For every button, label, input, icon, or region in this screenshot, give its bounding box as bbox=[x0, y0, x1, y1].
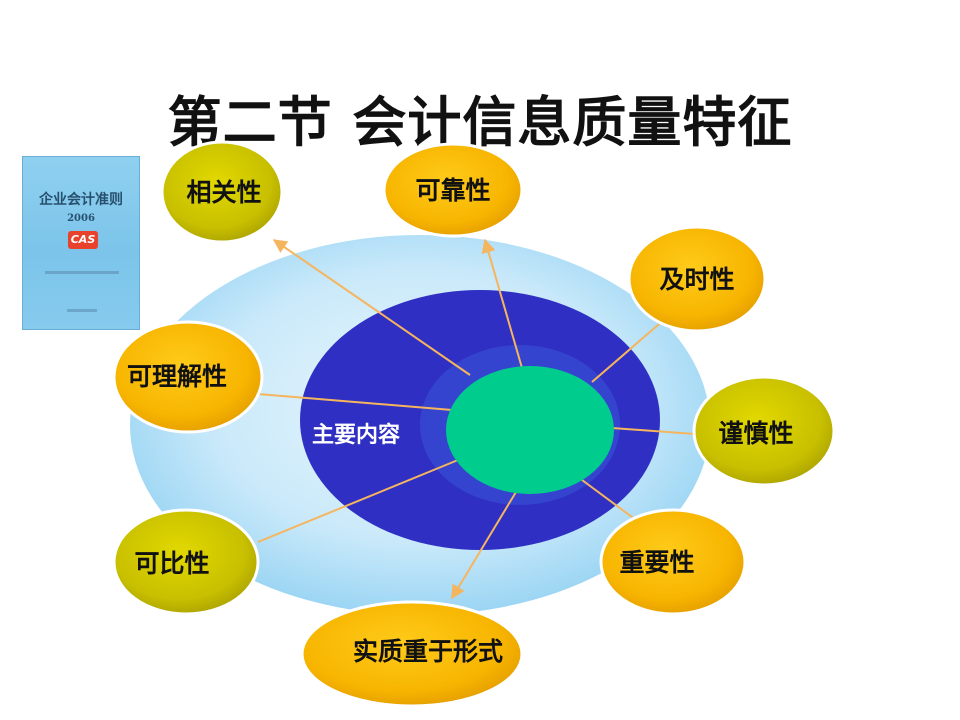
node-comparability: 可比性 bbox=[112, 508, 260, 616]
node-label-reliability: 可靠性 bbox=[415, 176, 490, 205]
book-publisher-line bbox=[67, 309, 97, 312]
book-year: 2006 bbox=[67, 213, 95, 224]
book-logo: CAS bbox=[68, 231, 98, 249]
connector-materiality bbox=[581, 479, 637, 521]
book-subtitle-line bbox=[45, 271, 119, 274]
connector-substance bbox=[451, 491, 517, 600]
connector-relevance bbox=[272, 239, 471, 376]
node-label-materiality: 重要性 bbox=[619, 548, 694, 577]
node-label-timeliness: 及时性 bbox=[659, 265, 734, 294]
node-prudence: 谨慎性 bbox=[692, 375, 836, 487]
center-label: 主要内容 bbox=[312, 422, 400, 448]
connector-reliability bbox=[481, 238, 523, 369]
node-understandability: 可理解性 bbox=[112, 320, 264, 434]
node-label-relevance: 相关性 bbox=[186, 178, 261, 207]
node-relevance: 相关性 bbox=[160, 140, 284, 244]
connectors bbox=[257, 238, 696, 600]
node-label-understandability: 可理解性 bbox=[127, 362, 227, 391]
connector-comparability bbox=[257, 459, 459, 543]
node-timeliness: 及时性 bbox=[627, 225, 767, 333]
book-cover-image: 企业会计准则 2006 CAS bbox=[22, 156, 140, 330]
node-label-prudence: 谨慎性 bbox=[718, 419, 793, 448]
node-label-substance-over-form: 实质重于形式 bbox=[353, 637, 503, 666]
node-label-comparability: 可比性 bbox=[134, 549, 209, 578]
connector-prudence bbox=[611, 427, 696, 435]
node-materiality: 重要性 bbox=[599, 508, 747, 616]
node-reliability: 可靠性 bbox=[382, 142, 524, 238]
slide-title: 第二节 会计信息质量特征 bbox=[167, 91, 793, 154]
node-substance-over-form: 实质重于形式 bbox=[300, 600, 524, 708]
book-title: 企业会计准则 bbox=[39, 192, 123, 208]
center-ellipse bbox=[446, 366, 614, 494]
connector-understandability bbox=[257, 393, 453, 411]
